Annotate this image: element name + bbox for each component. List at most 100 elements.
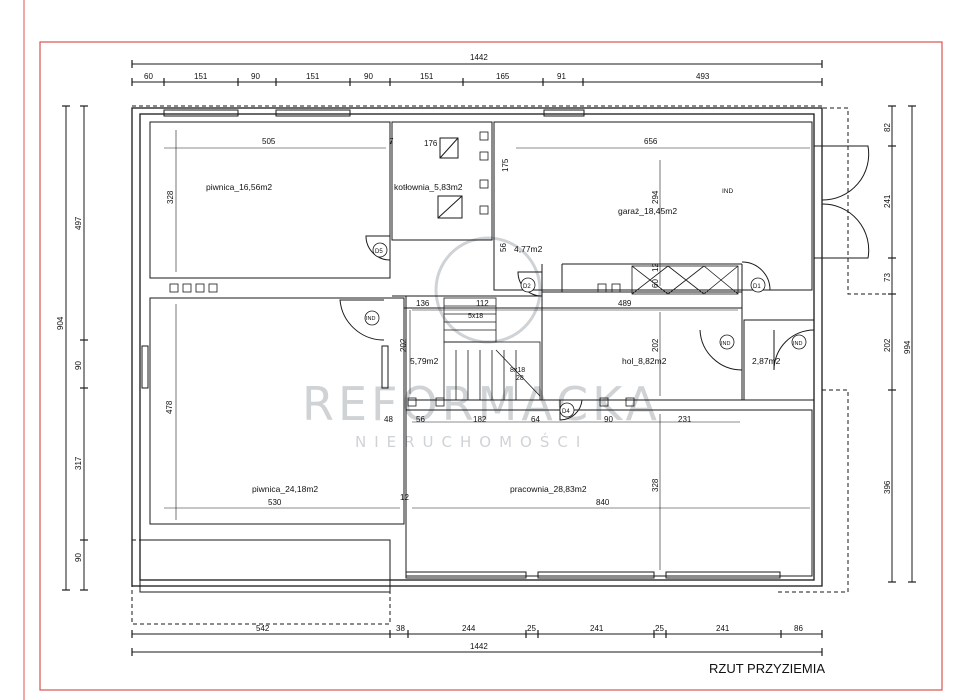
inner-dim-8x18: 8x18 <box>510 367 525 374</box>
inner-dim-64: 64 <box>531 415 540 424</box>
exterior-dashed-outline <box>132 105 892 593</box>
room-label-piwnica-2: piwnica_24,18m2 <box>252 484 318 494</box>
room-pracownia-outline <box>405 409 813 577</box>
door-tags <box>364 242 807 418</box>
watermark-sub: NIERUCHOMOŚCI <box>355 432 588 451</box>
dim-bottom-4: 241 <box>590 624 604 633</box>
terrace-outline <box>131 539 391 625</box>
inner-dim-478: 478 <box>165 400 174 414</box>
inner-dim-112: 112 <box>476 299 489 308</box>
terrace-block <box>139 539 391 593</box>
inner-dim-175: 175 <box>501 158 510 172</box>
door-d4-swing <box>559 399 583 421</box>
room-piwnica-2-outline <box>149 297 405 525</box>
inner-dim-48: 48 <box>384 415 393 424</box>
inner-dim-202a: 202 <box>399 338 408 352</box>
dim-bottom-5: 25 <box>655 624 664 633</box>
dim-right-0: 82 <box>883 123 892 132</box>
room-garaz-outline <box>493 121 813 291</box>
inner-dim-530: 530 <box>268 498 282 507</box>
staircase <box>443 297 541 401</box>
room-label-pracownia: pracownia_28,83m2 <box>510 484 587 494</box>
outer-walls <box>131 107 823 587</box>
bottom-ticks <box>131 630 823 656</box>
inner-dim-lines <box>164 130 810 570</box>
inner-dim-60: 60 <box>651 279 660 288</box>
door-tag-ind-left: IND <box>366 316 376 322</box>
door-d5-swing <box>365 235 391 261</box>
dim-top-6: 165 <box>496 72 510 81</box>
dim-left-0: 497 <box>74 216 83 230</box>
inner-dim-56a: 56 <box>499 243 508 252</box>
door-d1-swing <box>741 261 771 291</box>
inner-dim-136: 136 <box>416 299 430 308</box>
top-ticks <box>131 60 823 86</box>
door-tag-ind-hol: IND <box>721 341 731 347</box>
dim-bottom-0: 542 <box>256 624 270 633</box>
inner-dim-28: 28 <box>516 375 524 382</box>
storage-cabinets <box>631 265 739 295</box>
dim-right-1: 241 <box>883 194 892 208</box>
dim-bottom-6: 241 <box>716 624 730 633</box>
room-kotlownia-outline <box>391 121 493 241</box>
dim-bottom-2: 244 <box>462 624 476 633</box>
dim-left-2: 317 <box>74 456 83 470</box>
room-label-garaz: garaż_18,45m2 <box>618 206 677 216</box>
door-ind-left-swing <box>339 299 385 341</box>
dim-top-2: 90 <box>251 72 260 81</box>
vent-boxes <box>169 131 635 407</box>
door-ind-hol-swing <box>699 329 743 371</box>
dim-bottom-1: 38 <box>396 624 405 633</box>
inner-dim-5x18: 5x18 <box>468 313 483 320</box>
inner-dim-656: 656 <box>644 137 658 146</box>
inner-dim-7: 7 <box>389 137 394 146</box>
dim-top-4: 90 <box>364 72 373 81</box>
inner-dim-840: 840 <box>596 498 610 507</box>
inner-dim-56b: 56 <box>416 415 425 424</box>
inner-dim-489: 489 <box>618 299 632 308</box>
room-label-hol: hol_8,82m2 <box>622 356 667 366</box>
inner-dim-202b: 202 <box>651 338 660 352</box>
inner-dim-182: 182 <box>473 415 487 424</box>
garage-door-leaf-top <box>821 145 870 201</box>
inner-dim-12b: 12 <box>651 263 660 272</box>
dim-right-2: 73 <box>883 273 892 282</box>
dim-bottom-total: 1442 <box>470 642 488 651</box>
dim-top-1: 151 <box>194 72 208 81</box>
dim-right-3: 202 <box>883 338 892 352</box>
dim-top-8: 493 <box>696 72 710 81</box>
dim-top-0: 60 <box>144 72 153 81</box>
dim-top-7: 91 <box>557 72 566 81</box>
door-tag-d5: D5 <box>375 249 383 255</box>
garage-door-frame <box>813 145 823 259</box>
room-label-kotlownia: kotłownia_5,83m2 <box>394 182 463 192</box>
drawing-frame <box>39 41 943 691</box>
room-piwnica-1-outline <box>149 121 391 279</box>
dim-right-4: 396 <box>883 480 892 494</box>
windows <box>141 109 781 579</box>
drawing-title: RZUT PRZYZIEMIA <box>709 661 825 676</box>
boiler-appliance-1 <box>439 137 459 159</box>
dim-top-3: 151 <box>306 72 320 81</box>
dim-top-5: 151 <box>420 72 434 81</box>
boiler-appliance-2 <box>437 195 463 219</box>
room-label-small-2: 2,87m2 <box>752 356 781 366</box>
inner-dim-505: 505 <box>262 137 276 146</box>
room-label-small: 4,77m2 <box>514 244 543 254</box>
dim-left-1: 90 <box>74 361 83 370</box>
dim-right-total: 994 <box>903 340 912 354</box>
door-tag-d2: D2 <box>523 284 531 290</box>
dim-left-total: 904 <box>56 316 65 330</box>
inner-dim-328a: 328 <box>166 190 175 204</box>
dim-bottom-3: 25 <box>527 624 536 633</box>
room-label-piwnica-1: piwnica_16,56m2 <box>206 182 272 192</box>
inner-dim-176: 176 <box>424 139 438 148</box>
garage-ind-label: IND <box>722 188 734 195</box>
inner-dim-328b: 328 <box>651 478 660 492</box>
dim-bottom-7: 86 <box>794 624 803 633</box>
door-tag-d4: D4 <box>562 409 570 415</box>
dim-left-3: 90 <box>74 553 83 562</box>
door-tag-d1: D1 <box>753 284 761 290</box>
garage-door-leaf-bottom <box>821 203 870 259</box>
dim-top-total: 1442 <box>470 53 488 62</box>
